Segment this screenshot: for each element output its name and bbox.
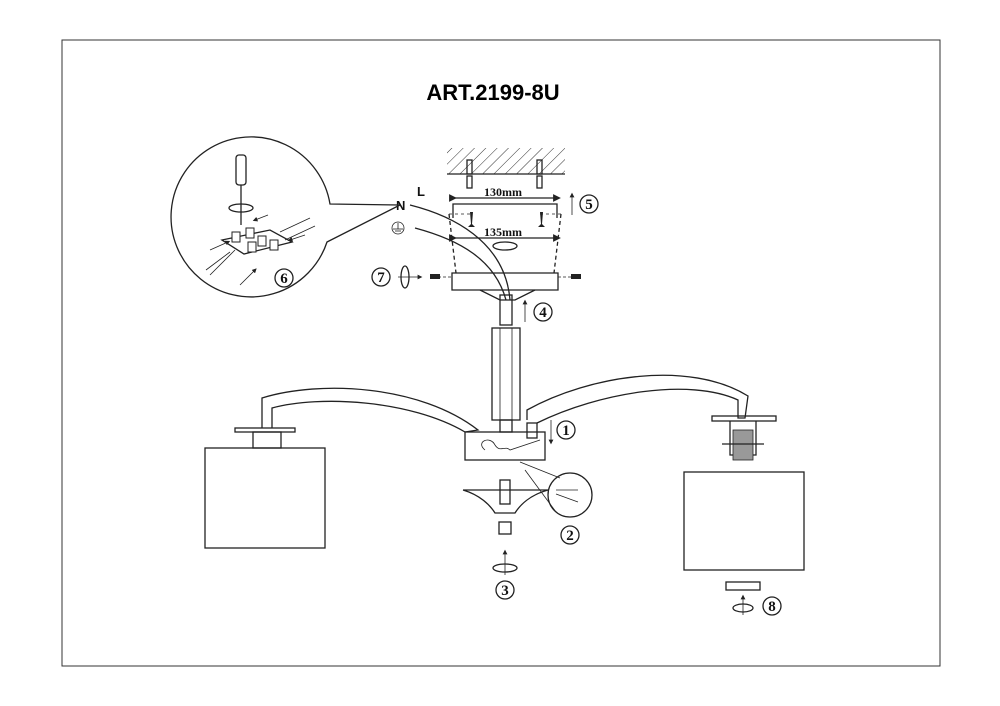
bottom-cover [462,461,593,575]
step-label-7: 7 [371,267,391,287]
center-column [464,294,546,461]
step-label-6: 6 [274,268,294,288]
page-frame [61,39,941,667]
ground-symbol-icon [391,221,405,235]
rotate-icon [228,203,254,213]
terminal-block-detail [170,136,401,298]
screw-icon [468,212,475,227]
ceiling-mount: 130mm 135mm N L [391,148,581,301]
screwdriver-icon [235,154,247,186]
step-label-2: 2 [560,525,580,545]
step-label-4: 4 [533,302,553,322]
step-label-5: 5 [579,194,599,214]
page-title: ART.2199-8U [426,80,559,105]
canopy-width-label: 135mm [484,225,522,239]
bracket-width-label: 130mm [484,185,522,199]
left-arm [204,387,480,549]
svg-text:5: 5 [585,197,593,213]
rotate-icon [492,241,518,251]
step-label-8: 8 [762,596,782,616]
svg-text:4: 4 [539,305,547,321]
screw-icon [538,212,545,227]
left-lamp-shade [204,447,326,549]
step-label-1: 1 [556,420,576,440]
step-label-3: 3 [495,580,515,600]
svg-text:2: 2 [566,528,574,544]
right-lamp-shade [683,471,805,571]
svg-text:1: 1 [562,423,570,439]
svg-text:3: 3 [501,583,509,599]
svg-text:7: 7 [377,270,385,286]
wire-label-neutral: N [396,198,405,213]
svg-text:8: 8 [768,599,776,615]
svg-text:6: 6 [280,271,288,287]
wire-label-live: L [417,184,425,199]
right-arm [526,374,805,615]
